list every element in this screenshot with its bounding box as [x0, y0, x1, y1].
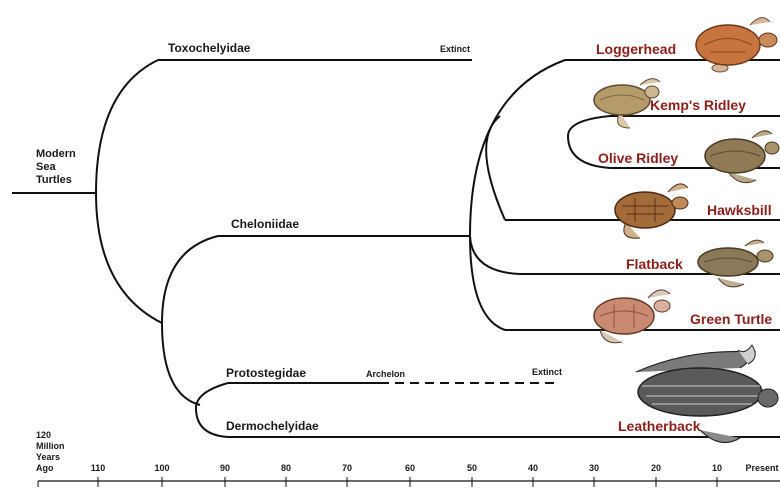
tick-label: 100 [154, 463, 169, 473]
ridley-clade-arc [486, 116, 505, 220]
leatherback-node-arc [196, 383, 228, 437]
species-label-loggerhead: Loggerhead [596, 41, 676, 57]
axis-label-line-1: 120 [36, 430, 51, 440]
extinct-label-toxochelyidae: Extinct [440, 44, 470, 54]
species-label-kemps-ridley: Kemp's Ridley [650, 97, 746, 113]
extinct-label-protostegidae: Extinct [532, 367, 562, 377]
species-label-leatherback: Leatherback [618, 418, 701, 434]
tick-label: 40 [528, 463, 538, 473]
flatback-arc [470, 236, 520, 274]
tick-label: 90 [220, 463, 230, 473]
family-label-toxochelyidae: Toxochelyidae [168, 41, 251, 55]
flatback-turtle-icon [698, 240, 773, 287]
axis-tick-marks [38, 477, 717, 487]
axis-label-line-3: Years [36, 452, 60, 462]
family-label-dermochelyidae: Dermochelyidae [226, 419, 319, 433]
loggerhead-turtle-icon [696, 18, 777, 72]
tick-label: 20 [651, 463, 661, 473]
species-label-green-turtle: Green Turtle [690, 311, 772, 327]
tick-label: 70 [342, 463, 352, 473]
root-label-line-2: Sea [36, 161, 56, 173]
axis-label-line-4: Ago [36, 463, 54, 473]
tick-label: 50 [467, 463, 477, 473]
olive-ridley-turtle-icon [705, 131, 779, 183]
tick-label: 110 [91, 463, 106, 473]
root-label-line-1: Modern [36, 148, 76, 160]
family-label-cheloniidae: Cheloniidae [231, 217, 299, 231]
tick-label: 10 [712, 463, 722, 473]
axis-label-line-2: Million [36, 441, 65, 451]
inner-node-arc [162, 236, 218, 405]
tick-label: 60 [405, 463, 415, 473]
family-label-protostegidae: Protostegidae [226, 366, 306, 380]
hawksbill-turtle-icon [615, 184, 688, 238]
root-node-arc [96, 60, 162, 323]
cheloniidae-crown-arc [470, 60, 565, 330]
green-turtle-icon [594, 290, 670, 343]
tick-label-present: Present [745, 463, 778, 473]
species-label-olive-ridley: Olive Ridley [598, 150, 678, 166]
archelon-label: Archelon [366, 369, 405, 379]
tick-label: 30 [589, 463, 599, 473]
timeline-axis: 120 Million Years Ago 110 100 90 80 70 6… [36, 430, 780, 487]
species-label-flatback: Flatback [626, 256, 683, 272]
species-label-hawksbill: Hawksbill [707, 202, 772, 218]
tick-label: 80 [281, 463, 291, 473]
root-label-line-3: Turtles [36, 174, 72, 186]
